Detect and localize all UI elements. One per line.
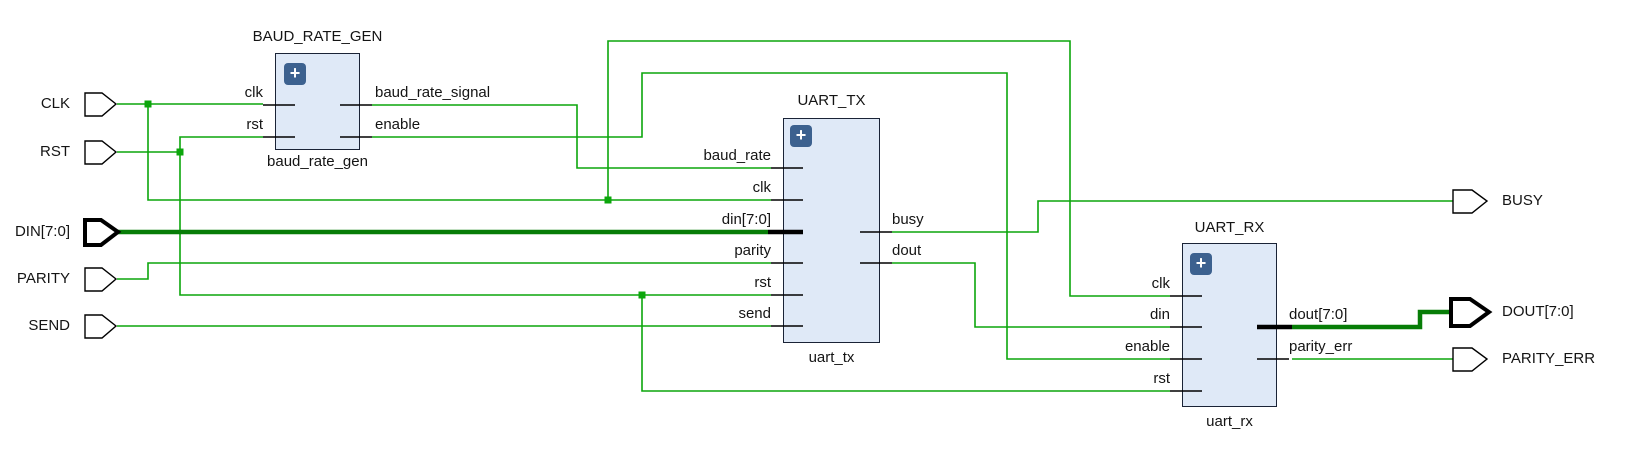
port-busy-shape[interactable] <box>1452 189 1489 214</box>
port-label-parity-err: PARITY_ERR <box>1502 350 1596 367</box>
junction-dot <box>604 196 612 204</box>
port-parity-shape[interactable] <box>84 267 118 292</box>
pin-label: baud_rate <box>703 147 771 164</box>
pin-label: parity <box>734 242 771 259</box>
expand-icon[interactable]: + <box>284 63 306 85</box>
junction-dot <box>638 291 646 299</box>
instance-name: uart_rx <box>1206 413 1253 430</box>
net-clk[interactable] <box>147 104 771 201</box>
pin-label: clk <box>244 84 263 101</box>
net-busy[interactable] <box>892 200 1453 233</box>
pin-label: clk <box>1151 275 1170 292</box>
net-parity[interactable] <box>117 262 771 280</box>
block-title: UART_RX <box>1194 219 1265 236</box>
pin-label: rst <box>246 116 263 133</box>
port-clk-shape[interactable] <box>84 92 118 117</box>
pin-label: dout[7:0] <box>1289 306 1348 323</box>
pin-label: send <box>738 305 771 322</box>
pin-label: enable <box>375 116 421 133</box>
pin-label: dout <box>892 242 922 259</box>
instance-name: baud_rate_gen <box>267 153 368 170</box>
port-dout-shape[interactable] <box>1449 297 1493 328</box>
port-label-din: DIN[7:0] <box>14 223 70 240</box>
net-rst[interactable] <box>179 136 771 296</box>
port-label-busy: BUSY <box>1502 192 1543 209</box>
net-rst[interactable] <box>641 295 1170 392</box>
pin-label: baud_rate_signal <box>375 84 491 101</box>
pin-label: clk <box>752 179 771 196</box>
port-label-dout: DOUT[7:0] <box>1502 303 1574 320</box>
net-clk[interactable] <box>607 40 1170 297</box>
port-label-rst: RST <box>40 143 70 160</box>
pin-label: din[7:0] <box>721 211 771 228</box>
pin-label: rst <box>1153 370 1170 387</box>
pin-label: parity_err <box>1289 338 1353 355</box>
net-dout-serial[interactable] <box>892 262 1170 328</box>
junction-dot <box>176 148 184 156</box>
pin-label: rst <box>754 274 771 291</box>
port-rst-shape[interactable] <box>84 140 118 165</box>
block-title: UART_TX <box>797 92 866 109</box>
port-parity-err-shape[interactable] <box>1452 347 1489 372</box>
expand-icon[interactable]: + <box>1190 253 1212 275</box>
port-label-parity: PARITY <box>16 270 70 287</box>
junction-dot <box>144 100 152 108</box>
port-label-send: SEND <box>28 317 70 334</box>
block-title: BAUD_RATE_GEN <box>252 28 383 45</box>
net-enable[interactable] <box>372 72 1170 360</box>
port-send-shape[interactable] <box>84 314 118 339</box>
pin-label: enable <box>1124 338 1170 355</box>
net-dout-bus[interactable] <box>1292 309 1451 330</box>
pin-label: din <box>1149 306 1170 323</box>
pin-label: busy <box>892 211 924 228</box>
expand-icon[interactable]: + <box>790 125 812 147</box>
instance-name: uart_tx <box>808 349 855 366</box>
port-din-shape[interactable] <box>83 218 122 247</box>
port-label-clk: CLK <box>40 95 70 112</box>
